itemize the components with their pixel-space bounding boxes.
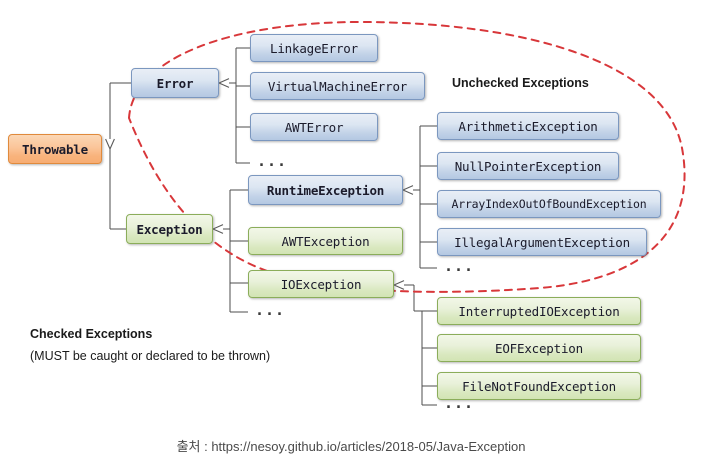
node-awt-error[interactable]: AWTError [250,113,378,141]
node-awt-exception[interactable]: AWTException [248,227,403,255]
node-awt-exception-label: AWTException [281,233,370,249]
node-illegal-argument-exception[interactable]: IllegalArgumentException [437,228,647,256]
node-eof-exception[interactable]: EOFException [437,334,641,362]
node-error[interactable]: Error [131,68,219,98]
node-linkage-error-label: LinkageError [270,40,358,56]
node-interrupted-io-exception[interactable]: InterruptedIOException [437,297,641,325]
node-null-pointer-exception[interactable]: NullPointerException [437,152,619,180]
node-array-index-out-of-bound-exception[interactable]: ArrayIndexOutOfBoundException [437,190,661,218]
runtime-children-ellipsis: ... [444,257,475,275]
node-runtime-exception[interactable]: RuntimeException [248,175,403,205]
checked-exceptions-subtitle: (MUST be caught or declared to be thrown… [30,349,271,363]
node-interrupted-io-exception-label: InterruptedIOException [458,303,620,319]
node-linkage-error[interactable]: LinkageError [250,34,378,62]
node-file-not-found-exception[interactable]: FileNotFoundException [437,372,641,400]
node-array-index-out-of-bound-exception-label: ArrayIndexOutOfBoundException [451,197,647,211]
checked-exceptions-title: Checked Exceptions [30,327,153,341]
node-exception[interactable]: Exception [126,214,213,244]
node-exception-label: Exception [136,221,203,237]
node-virtual-machine-error[interactable]: VirtualMachineError [250,72,425,100]
node-runtime-exception-label: RuntimeException [266,182,385,198]
node-null-pointer-exception-label: NullPointerException [454,158,602,174]
unchecked-exceptions-title: Unchecked Exceptions [452,76,589,90]
node-file-not-found-exception-label: FileNotFoundException [462,378,616,394]
node-throwable-label: Throwable [22,141,88,157]
node-throwable[interactable]: Throwable [8,134,102,164]
node-awt-error-label: AWTError [284,119,344,135]
exception-children-ellipsis: ... [255,301,286,319]
node-error-label: Error [156,75,194,91]
io-children-ellipsis: ... [444,394,475,412]
node-io-exception[interactable]: IOException [248,270,394,298]
node-illegal-argument-exception-label: IllegalArgumentException [454,234,630,250]
node-eof-exception-label: EOFException [495,340,583,356]
node-arithmetic-exception-label: ArithmeticException [458,118,598,134]
node-io-exception-label: IOException [280,276,362,292]
source-caption: 출처 : https://nesoy.github.io/articles/20… [176,439,526,454]
error-children-ellipsis: ... [257,152,288,170]
node-virtual-machine-error-label: VirtualMachineError [267,78,408,94]
node-arithmetic-exception[interactable]: ArithmeticException [437,112,619,140]
